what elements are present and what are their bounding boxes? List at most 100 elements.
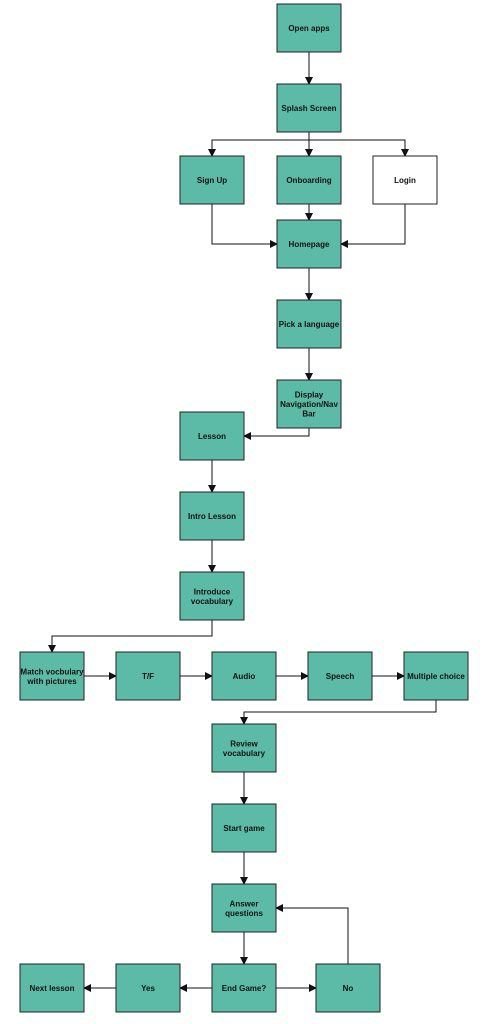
node-label-line: Onboarding <box>286 176 331 185</box>
node-label-line: Open apps <box>288 24 330 33</box>
node-label-line: Next lesson <box>30 984 75 993</box>
node-box-multiple-choice <box>403 651 469 701</box>
node-label-line: Pick a language <box>279 320 340 329</box>
node-label-multiple-choice: Multiple choice <box>407 672 465 681</box>
node-label-line: vocabulary <box>223 749 266 758</box>
node-box-review-vocabulary <box>211 723 277 773</box>
node-label-line: T/F <box>142 672 154 681</box>
edge-multiple-choice-to-review-vocabulary <box>240 700 437 725</box>
node-sign-up: Sign Up <box>179 155 245 205</box>
node-label-line: Review <box>230 739 258 748</box>
node-label-line: Bar <box>302 410 315 419</box>
node-label-line: Multiple choice <box>407 672 465 681</box>
node-label-line: Yes <box>141 984 155 993</box>
node-box-true-false <box>115 651 181 701</box>
edge-sign-up-to-homepage <box>211 204 278 248</box>
node-label-line: Display <box>295 391 324 400</box>
node-multiple-choice: Multiple choice <box>403 651 469 701</box>
node-box-match-vocabulary <box>19 651 85 701</box>
node-box-homepage <box>276 219 342 269</box>
node-box-display-nav <box>276 379 342 429</box>
node-login: Login <box>372 155 438 205</box>
node-homepage: Homepage <box>276 219 342 269</box>
node-label-line: with pictures <box>26 677 77 686</box>
edge-login-to-homepage <box>340 204 406 248</box>
node-box-no <box>315 963 381 1013</box>
node-box-end-game <box>211 963 277 1013</box>
node-label-line: Start game <box>223 824 265 833</box>
edge-introduce-vocabulary-to-match-vocabulary <box>48 620 213 653</box>
node-label-intro-lesson: Intro Lesson <box>188 512 236 521</box>
node-box-splash-screen <box>276 83 342 133</box>
node-box-sign-up <box>179 155 245 205</box>
node-box-lesson <box>179 411 245 461</box>
node-box-answer-questions <box>211 883 277 933</box>
node-intro-lesson: Intro Lesson <box>179 491 245 541</box>
node-label-speech: Speech <box>326 672 355 681</box>
node-label-homepage: Homepage <box>289 240 330 249</box>
node-label-line: Audio <box>233 672 256 681</box>
node-box-start-game <box>211 803 277 853</box>
edge-display-nav-to-lesson <box>243 428 310 440</box>
node-label-next-lesson: Next lesson <box>30 984 75 993</box>
node-audio: Audio <box>211 651 277 701</box>
node-label-yes: Yes <box>141 984 155 993</box>
node-box-audio <box>211 651 277 701</box>
node-label-lesson: Lesson <box>198 432 226 441</box>
node-label-line: Splash Screen <box>281 104 336 113</box>
node-splash-screen: Splash Screen <box>276 83 342 133</box>
node-yes: Yes <box>115 963 181 1013</box>
node-no: No <box>315 963 381 1013</box>
node-start-game: Start game <box>211 803 277 853</box>
node-onboarding: Onboarding <box>276 155 342 205</box>
node-next-lesson: Next lesson <box>19 963 85 1013</box>
node-label-line: Introduce <box>194 587 231 596</box>
node-label-line: Lesson <box>198 432 226 441</box>
node-label-audio: Audio <box>233 672 256 681</box>
node-label-open-apps: Open apps <box>288 24 330 33</box>
node-box-introduce-vocabulary <box>179 571 245 621</box>
node-box-onboarding <box>276 155 342 205</box>
node-label-line: Match vocbulary <box>20 667 84 676</box>
node-label-end-game: End Game? <box>222 984 267 993</box>
node-label-line: Answer <box>230 899 259 908</box>
node-pick-language: Pick a language <box>276 299 342 349</box>
node-label-line: Homepage <box>289 240 330 249</box>
edge-splash-screen-to-sign-up <box>208 132 310 157</box>
node-box-open-apps <box>276 3 342 53</box>
node-box-pick-language <box>276 299 342 349</box>
node-open-apps: Open apps <box>276 3 342 53</box>
node-label-onboarding: Onboarding <box>286 176 331 185</box>
node-label-sign-up: Sign Up <box>197 176 227 185</box>
node-box-speech <box>307 651 373 701</box>
node-label-pick-language: Pick a language <box>279 320 340 329</box>
node-label-line: End Game? <box>222 984 267 993</box>
node-box-next-lesson <box>19 963 85 1013</box>
edges-layer <box>48 52 437 992</box>
node-true-false: T/F <box>115 651 181 701</box>
node-label-true-false: T/F <box>142 672 154 681</box>
node-box-login <box>372 155 438 205</box>
edge-splash-screen-to-login <box>308 132 409 157</box>
node-label-start-game: Start game <box>223 824 265 833</box>
node-label-line: questions <box>225 909 263 918</box>
node-label-line: Speech <box>326 672 355 681</box>
node-label-line: vocabulary <box>191 597 234 606</box>
node-label-line: Login <box>394 176 416 185</box>
node-label-splash-screen: Splash Screen <box>281 104 336 113</box>
node-label-line: Sign Up <box>197 176 227 185</box>
node-speech: Speech <box>307 651 373 701</box>
node-lesson: Lesson <box>179 411 245 461</box>
node-end-game: End Game? <box>211 963 277 1013</box>
